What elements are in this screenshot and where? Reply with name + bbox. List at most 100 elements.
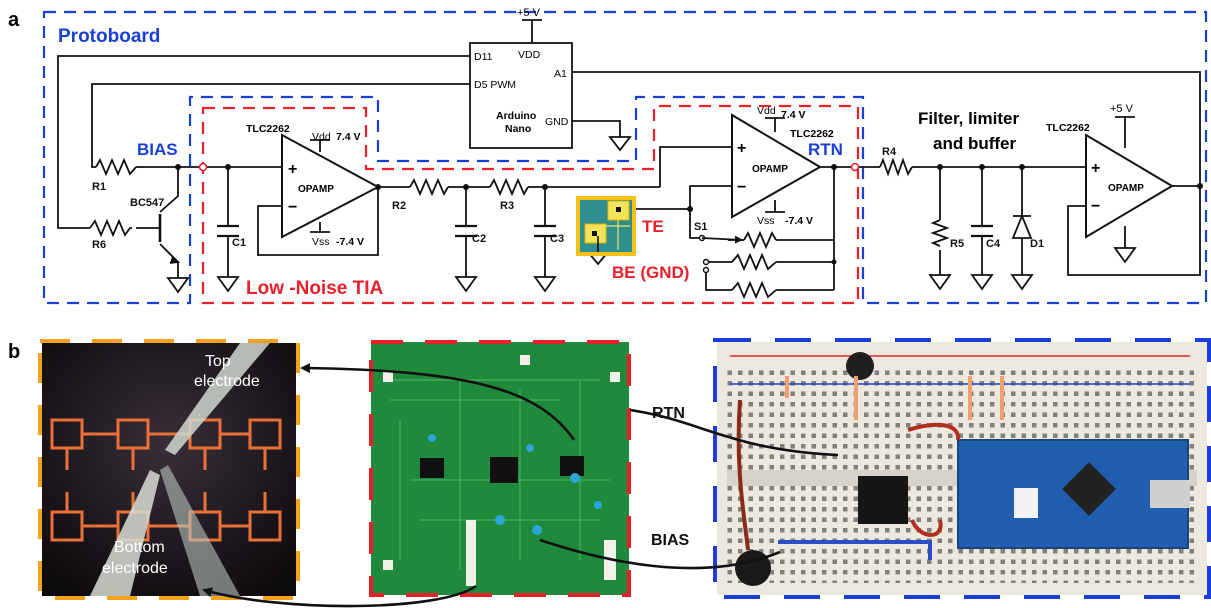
opamp-1-part: TLC2262 [246, 123, 290, 135]
resistors [89, 157, 950, 300]
label-r1: R1 [92, 181, 106, 193]
ground-c4 [970, 274, 994, 291]
rtn-node [850, 162, 860, 172]
opamp-1: + − OPAMP TLC2262 Vdd 7.4 V Vss -7.4 V [246, 123, 381, 248]
opamp-2-plus: + [737, 140, 746, 157]
arduino-pin-gnd: GND [545, 116, 569, 128]
arduino-pin-d5: D5 PWM [474, 79, 516, 91]
grounds [166, 136, 1137, 294]
block-borders [42, 10, 1208, 305]
opamp-3-plus: + [1091, 160, 1100, 177]
resistor-r5 [930, 219, 950, 247]
ground-c2 [454, 276, 478, 293]
arduino-nano: +5 V VDD D11 D5 PWM A1 Arduino Nano GND [469, 7, 573, 149]
label-rtn: RTN [808, 140, 843, 159]
opamp-1-vdd: Vdd [312, 131, 331, 143]
protoboard-border [42, 10, 1208, 305]
bias-wire [539, 538, 781, 570]
opamp-2-vss: Vss [757, 215, 775, 227]
panel-a: a Protoboard Low -Noise TIA Filter, limi… [8, 7, 1208, 305]
label-r5: R5 [950, 238, 964, 250]
resistor-r6 [89, 218, 132, 238]
resistor-r1 [95, 157, 137, 177]
label-c1: C1 [232, 237, 246, 249]
transistor-bc547 [158, 214, 181, 264]
ground-opamp3 [1113, 247, 1137, 264]
label-r6: R6 [92, 239, 106, 251]
label-te: TE [642, 217, 664, 236]
label-c2: C2 [472, 233, 486, 245]
opamp-2-minus: − [737, 179, 746, 196]
label-s1: S1 [694, 221, 707, 233]
opamp-1-plus: + [288, 161, 297, 178]
arduino-pin-d11: D11 [474, 51, 493, 63]
capacitors [217, 224, 993, 238]
opamp-1-vss-value: -7.4 V [336, 236, 364, 248]
tia-border [201, 104, 860, 305]
label-be: BE (GND) [612, 263, 689, 282]
arduino-pin-vdd: VDD [518, 49, 541, 61]
label-r2: R2 [392, 200, 406, 212]
arduino-pin-a1: A1 [554, 68, 567, 80]
label-r4: R4 [882, 146, 897, 158]
label-d1: D1 [1030, 238, 1044, 250]
label-r3: R3 [500, 200, 514, 212]
opamp-1-body: OPAMP [298, 184, 334, 195]
opamp-3-part: TLC2262 [1046, 122, 1090, 134]
schematic-wires [57, 19, 1201, 291]
ground-c3 [533, 276, 557, 293]
micrograph: Top electrode Bottom electrode [38, 339, 300, 600]
resistor-s1b [731, 252, 777, 272]
opamp-2-vdd-value: 7.4 V [781, 109, 806, 121]
resistor-r4 [879, 157, 913, 177]
label-bias: BIAS [137, 140, 178, 159]
opamp-2-part: TLC2262 [790, 128, 834, 140]
panel-b-label: b [8, 341, 20, 363]
capacitor-c1 [217, 224, 239, 238]
filter-title-line1: Filter, limiter [918, 109, 1019, 128]
capacitor-c2 [455, 224, 477, 238]
label-c3: C3 [550, 233, 564, 245]
panel-b: b Top electrode Bottom electrode [8, 338, 1211, 608]
resistor-s1c [731, 280, 777, 300]
top-electrode-line1: Top [205, 353, 231, 370]
ground-r5 [928, 274, 952, 291]
opamp-2-vss-value: -7.4 V [785, 215, 813, 227]
top-electrode-line2: electrode [194, 373, 260, 390]
rtn-wire [629, 408, 839, 457]
protoboard-title: Protoboard [58, 26, 160, 47]
ground-arduino [608, 136, 632, 152]
arrow-top-electrode [300, 363, 576, 441]
opamp-3-supply: +5 V [1110, 103, 1134, 115]
arduino-supply: +5 V [517, 7, 541, 19]
arrow-bottom-electrode [202, 584, 477, 608]
pcb-board [369, 340, 631, 597]
opamp-1-vss: Vss [312, 236, 330, 248]
opamp-1-vdd-value: 7.4 V [336, 131, 361, 143]
bottom-electrode-line2: electrode [102, 560, 168, 577]
capacitor-c3 [534, 224, 556, 238]
component-labels: R1 R6 BC547 C1 R2 C2 R3 C3 S1 R4 R5 C4 D… [92, 146, 1044, 251]
resistor-s1a [743, 230, 777, 250]
bottom-electrode-line1: Bottom [114, 539, 165, 556]
opamp-3-body: OPAMP [1108, 183, 1144, 194]
ground-c1 [216, 276, 240, 293]
arduino-name-2: Nano [505, 123, 531, 135]
bias-node [198, 162, 208, 172]
breadboard [713, 338, 1211, 599]
opamp-3-minus: − [1091, 198, 1100, 215]
panel-a-label: a [8, 9, 20, 31]
opamp-3: + − OPAMP TLC2262 +5 V [1046, 103, 1174, 239]
arduino-name-1: Arduino [496, 110, 536, 122]
bias-label: BIAS [651, 532, 690, 549]
resistor-r2 [409, 177, 449, 197]
ground-d1 [1010, 274, 1034, 291]
label-q1: BC547 [130, 197, 164, 209]
tia-title: Low -Noise TIA [246, 278, 384, 299]
capacitor-c4 [971, 224, 993, 238]
device-chip [576, 196, 636, 256]
opamp-1-minus: − [288, 199, 297, 216]
opamp-2: + − OPAMP TLC2262 Vdd 7.4 V Vss -7.4 V [731, 105, 834, 227]
callout-arrows [202, 363, 839, 608]
